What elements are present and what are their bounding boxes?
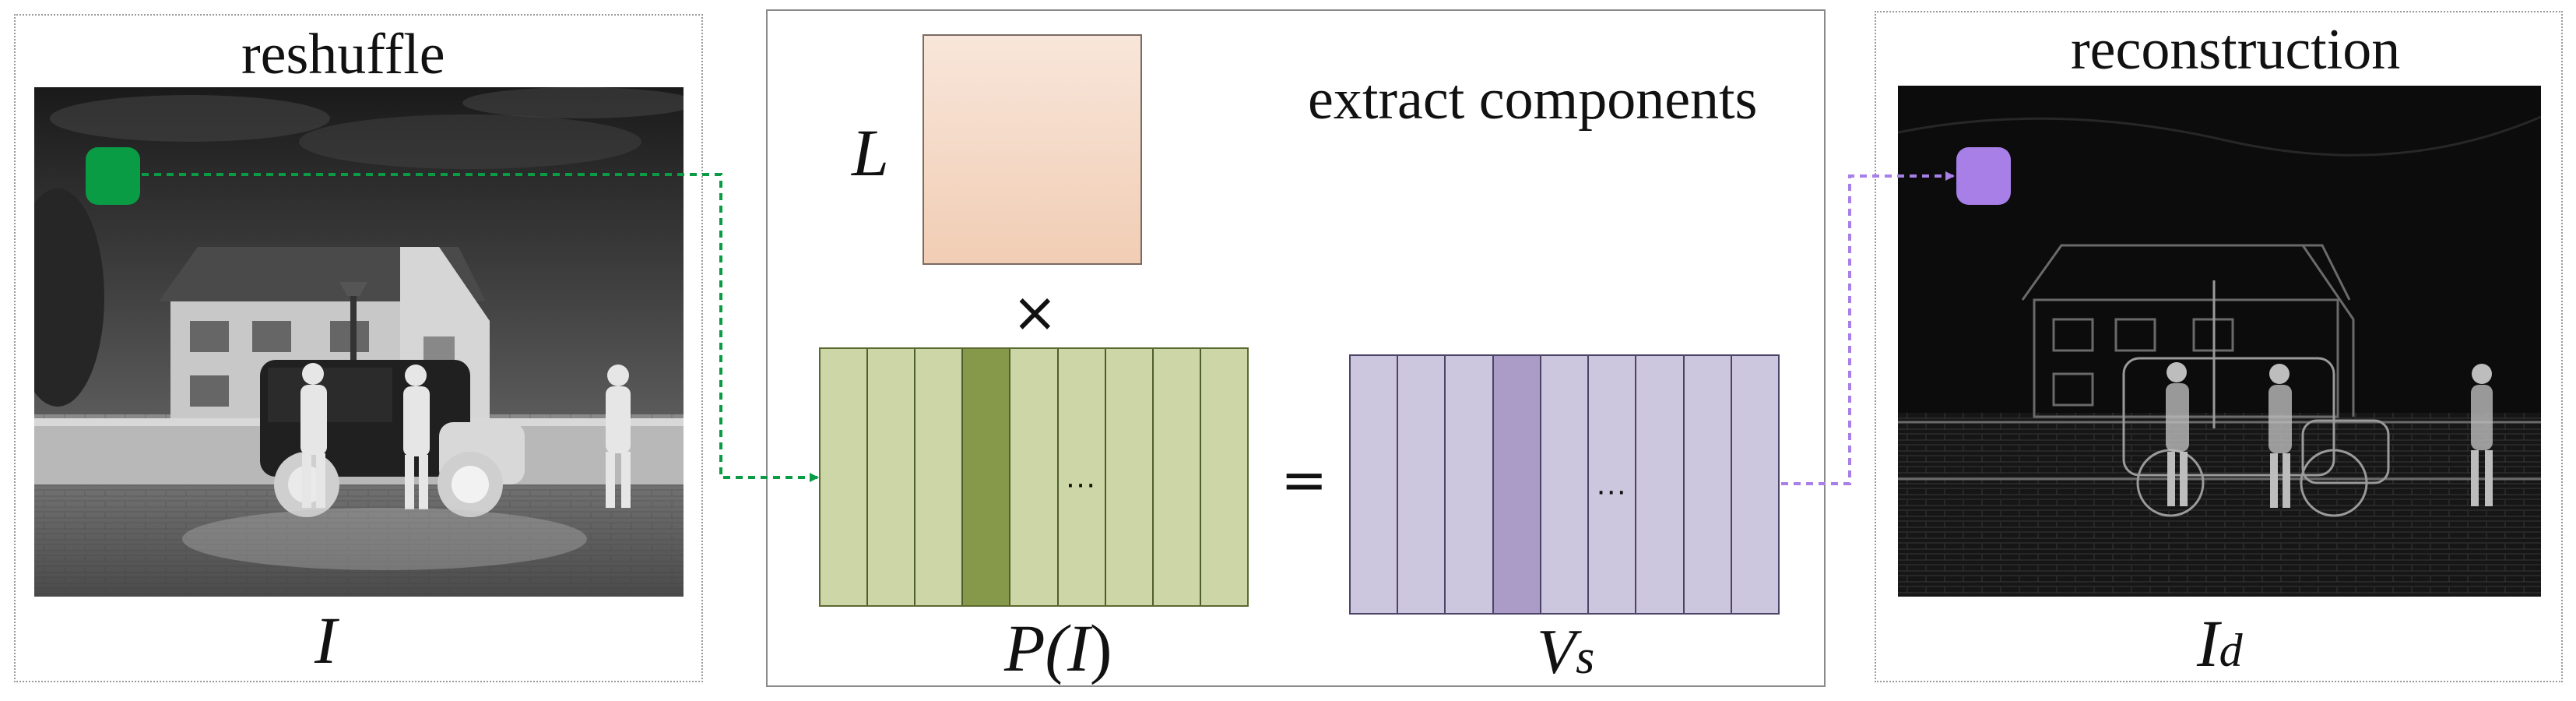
selected-patch-input [86, 147, 140, 205]
reconstruction-label: Id [2197, 604, 2243, 682]
v-matrix-highlight-column [1492, 356, 1540, 613]
p-matrix-column [821, 349, 867, 605]
p-matrix: ... [819, 347, 1249, 607]
input-image-label: I [315, 603, 337, 678]
p-matrix-label: P(I) [1004, 609, 1112, 687]
p-matrix-column [914, 349, 962, 605]
p-label-close: ) [1089, 611, 1112, 685]
v-matrix-ellipsis: ... [1597, 467, 1628, 502]
reconstructed-image [1898, 86, 2541, 597]
p-matrix-ellipsis: ... [1066, 460, 1097, 494]
times-symbol: × [1012, 280, 1058, 344]
v-matrix-label: Vs [1537, 615, 1594, 689]
p-matrix-column [1009, 349, 1057, 605]
reshuffle-title: reshuffle [241, 23, 445, 86]
extract-components-title: extract components [1308, 68, 1758, 132]
v-matrix-column [1351, 356, 1397, 613]
p-matrix-highlight-column [961, 349, 1010, 605]
v-matrix-column [1539, 356, 1588, 613]
v-matrix-column [1635, 356, 1683, 613]
p-matrix-column [1199, 349, 1247, 605]
v-matrix-column [1682, 356, 1731, 613]
reconstruction-title: reconstruction [2071, 18, 2401, 82]
p-label-function: P( [1004, 611, 1068, 685]
v-matrix-column: ... [1587, 356, 1636, 613]
v-label-main: V [1537, 616, 1576, 687]
reconstructed-patch [1956, 147, 2011, 205]
v-matrix-column [1444, 356, 1492, 613]
v-matrix-column [1730, 356, 1778, 613]
v-matrix: ... [1349, 354, 1780, 615]
p-matrix-column: ... [1056, 349, 1105, 605]
p-matrix-column [866, 349, 915, 605]
equals-symbol: = [1281, 447, 1328, 513]
l-matrix-label: L [852, 115, 889, 190]
p-matrix-column [1151, 349, 1200, 605]
id-label-sub: d [2219, 625, 2243, 676]
v-label-sub: s [1576, 631, 1595, 684]
p-label-var: I [1067, 611, 1090, 685]
p-matrix-column [1104, 349, 1152, 605]
v-matrix-column [1397, 356, 1445, 613]
l-matrix [923, 34, 1142, 265]
id-label-main: I [2197, 606, 2219, 681]
